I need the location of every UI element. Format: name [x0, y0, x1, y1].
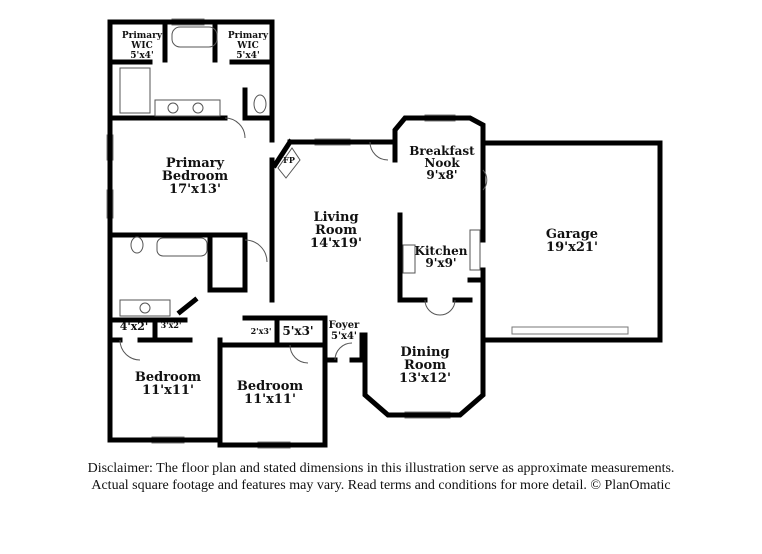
room-label: 3'x2' — [161, 320, 182, 330]
fixtures — [119, 26, 488, 364]
door-swing — [244, 239, 268, 263]
walls — [107, 19, 663, 448]
room-label: 4'x2' — [120, 320, 149, 333]
room-label: Room — [315, 223, 357, 238]
door-swing — [369, 141, 389, 161]
disclaimer-line-2: Actual square footage and features may v… — [91, 478, 671, 493]
room-label: Garage — [546, 227, 598, 242]
vanity — [154, 99, 221, 117]
room-label: Living — [313, 210, 358, 225]
room-label: Bedroom — [135, 370, 202, 385]
door-swing — [289, 344, 309, 364]
room-label: 9'x9' — [425, 256, 456, 270]
room-label: 9'x8' — [426, 168, 457, 182]
room-label: Foyer — [329, 320, 360, 331]
vanity — [119, 299, 171, 317]
room-label: Nook — [424, 156, 460, 170]
room-label: 13'x12' — [399, 371, 451, 386]
room-label: 5'x4' — [236, 51, 259, 61]
room-label: 5'x3' — [282, 324, 313, 338]
door-swing — [119, 339, 141, 361]
room-line1: Primary — [122, 31, 163, 41]
room-label: Breakfast — [409, 144, 475, 158]
room-label: Primary — [228, 31, 269, 41]
door-swing — [224, 117, 246, 139]
room-label: Dining — [400, 345, 449, 360]
toilet — [130, 236, 144, 254]
room-label: Kitchen — [415, 244, 468, 258]
room-label: 2'x3' — [251, 326, 272, 336]
bathtub — [171, 26, 218, 48]
room-label: 11'x11' — [142, 383, 194, 398]
bathtub — [156, 237, 208, 257]
room-label: 14'x19' — [310, 236, 362, 251]
shower — [119, 67, 151, 114]
room-label: WIC — [130, 41, 152, 51]
room-label: 19'x21' — [546, 240, 598, 255]
door-swing — [482, 169, 488, 191]
room-label: 5'x4' — [331, 331, 357, 342]
room-label: 5'x4' — [130, 51, 153, 61]
door-swing — [424, 299, 456, 316]
toilet — [253, 94, 267, 114]
disclaimer-line-1: Disclaimer: The floor plan and stated di… — [87, 461, 675, 476]
room-labels: Primary WIC 5'x4' Primary WIC 5'x4' Prim… — [120, 31, 598, 407]
svg-text:Primary: Primary — [122, 31, 163, 41]
room-label: 17'x13' — [169, 182, 221, 197]
room-label: Bedroom — [162, 169, 229, 184]
fireplace — [277, 147, 301, 179]
door-swing — [334, 342, 353, 361]
room-label: Primary — [166, 156, 225, 171]
room-label: Room — [404, 358, 446, 373]
counter — [469, 229, 481, 271]
room-label: 11'x11' — [244, 392, 296, 407]
sink — [402, 244, 416, 274]
room-label: WIC — [236, 41, 258, 51]
room-label: Bedroom — [237, 379, 304, 394]
room-label: FP — [283, 155, 295, 165]
